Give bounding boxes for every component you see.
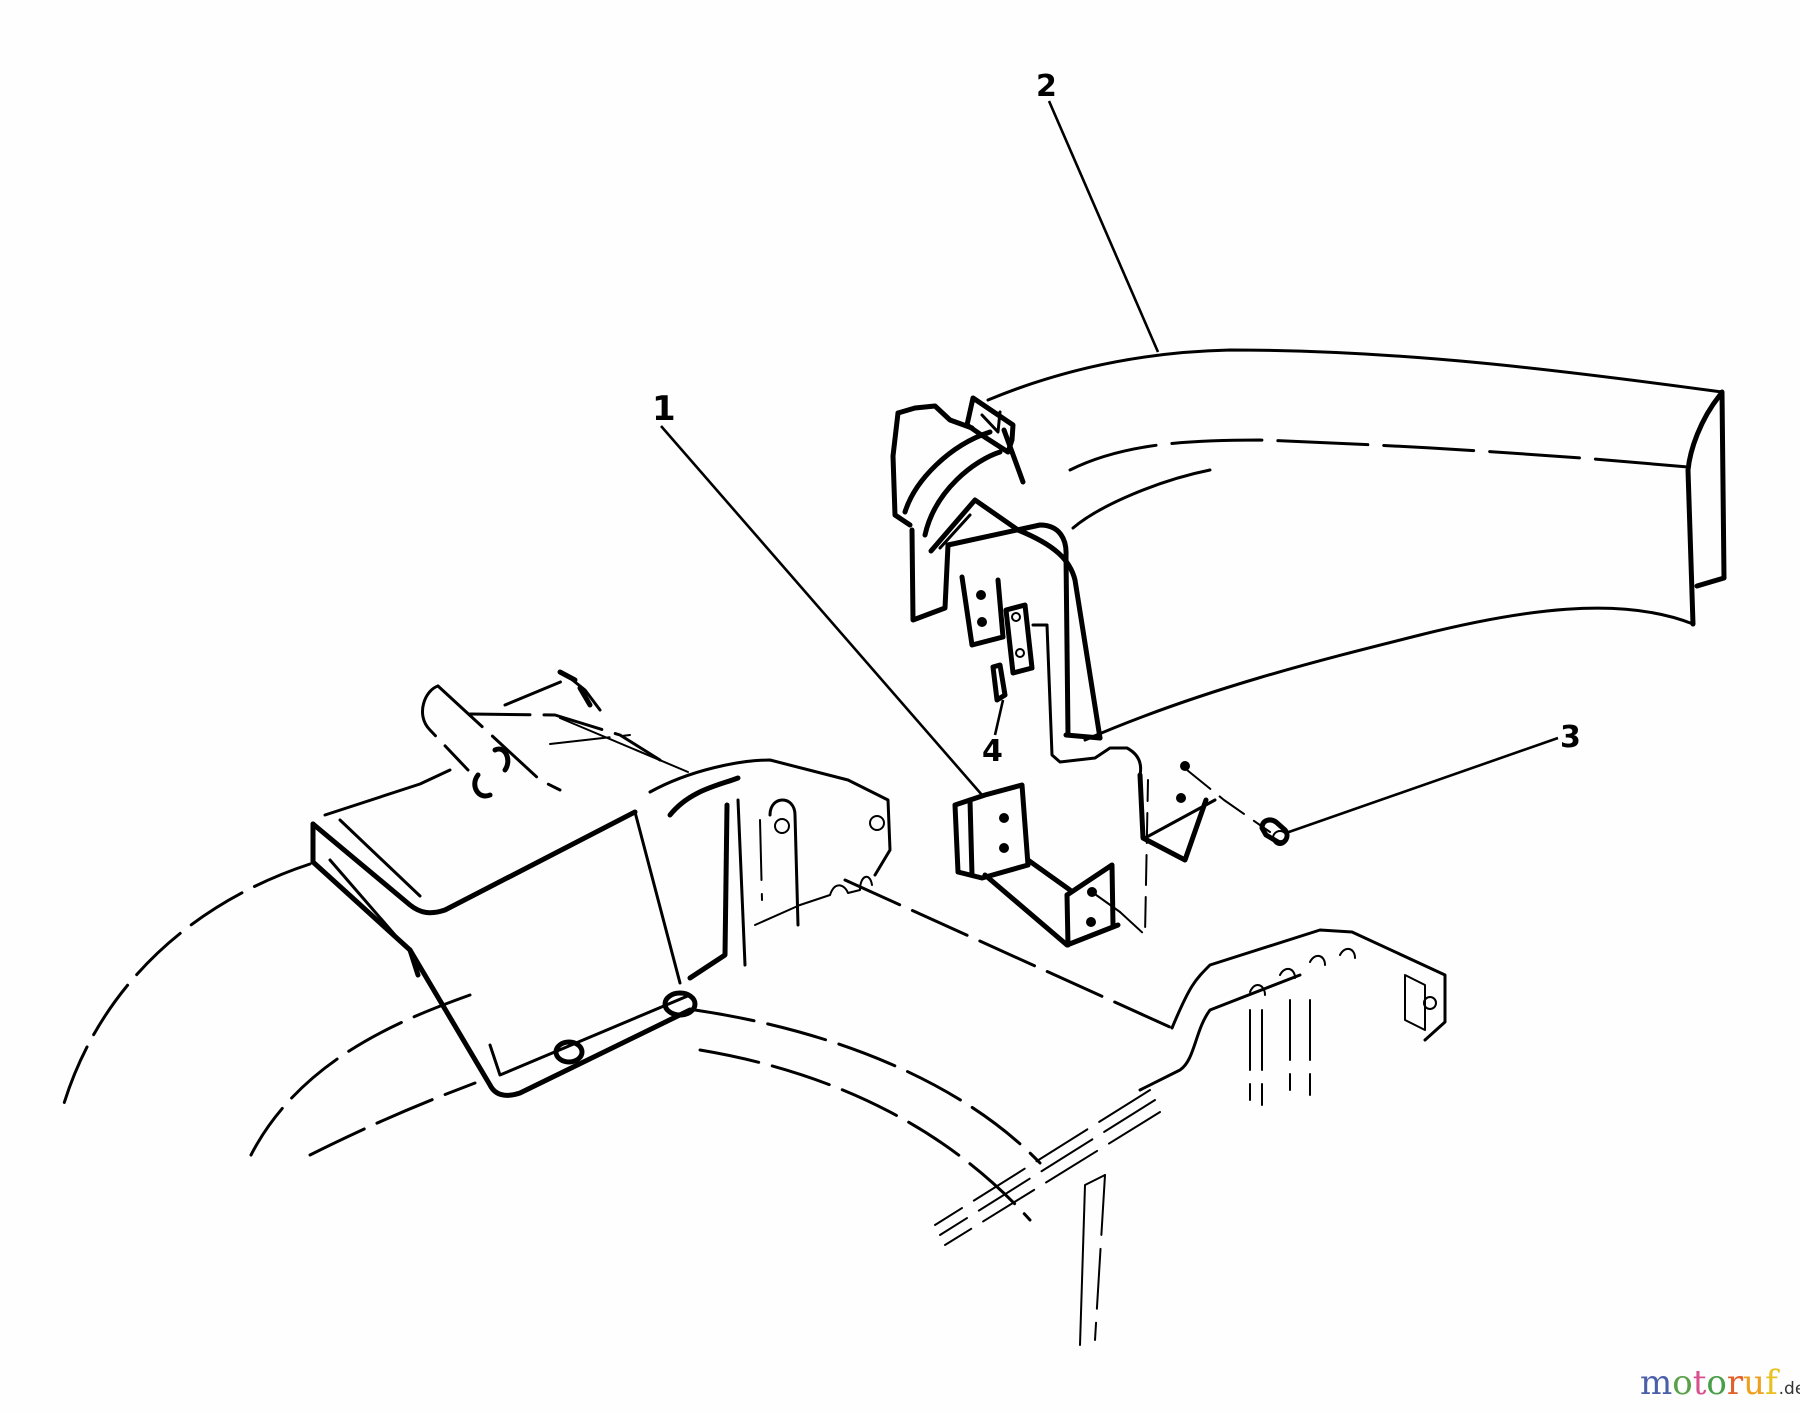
callout-3: 3: [1560, 720, 1581, 755]
logo-letter: u: [1743, 1363, 1766, 1403]
callout-4: 4: [982, 734, 1003, 769]
logo-letter: m: [1640, 1363, 1673, 1403]
logo-letter: t: [1692, 1363, 1707, 1403]
logo-letter: f: [1765, 1363, 1778, 1403]
part-3-screw: [1259, 817, 1290, 846]
part-2-discharge-chute: [890, 348, 1727, 863]
deflector-assembly: [310, 669, 892, 1098]
logo-tld: .de: [1778, 1379, 1800, 1399]
logo-letter: r: [1726, 1363, 1744, 1403]
mower-deck: [60, 717, 1447, 1346]
part-1-mounting-bracket: [952, 779, 1149, 948]
logo-letter: o: [1706, 1363, 1727, 1403]
watermark-logo: motoruf.de: [1640, 1366, 1800, 1400]
callout-2: 2: [1036, 69, 1057, 104]
callout-1: 1: [652, 389, 676, 429]
logo-letter: o: [1672, 1363, 1693, 1403]
leader-lines: [660, 100, 1559, 835]
